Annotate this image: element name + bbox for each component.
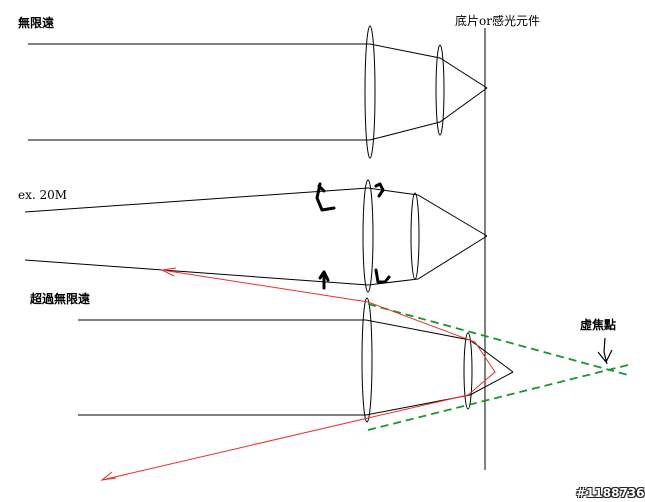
ray-top-2 [24, 187, 369, 213]
virtual-focus-pointer [597, 337, 613, 365]
ray-converge-top-3 [365, 319, 514, 373]
virtual-ray-top [367, 303, 629, 376]
front-lens-1 [364, 25, 376, 159]
movement-arrows [315, 182, 391, 290]
diagram-beyond-infinity [78, 297, 514, 423]
film-sensor-label: 底片or感光元件 [455, 14, 540, 28]
virtual-ray-bottom [367, 364, 629, 431]
virtual-rays [367, 303, 629, 431]
ray-converge-top-1 [369, 43, 488, 89]
red-rays [100, 267, 496, 481]
rear-lens-2 [410, 192, 420, 280]
arrow-icon-2 [374, 182, 385, 198]
ray-converge-bottom-3 [365, 371, 514, 416]
arrow-icon-3 [318, 270, 330, 290]
red-arrowhead-bottom [100, 471, 117, 481]
red-ray-bottom [101, 394, 469, 481]
distance-label: ex. 20M [18, 188, 68, 202]
red-ray-top [161, 269, 496, 396]
front-lens-3 [361, 297, 373, 423]
arrow-icon-1-head [317, 184, 326, 193]
arrow-icon-4 [374, 268, 391, 284]
rear-lens-1 [435, 44, 445, 136]
diagram-20m [24, 179, 488, 293]
rear-lens-3 [463, 332, 473, 410]
beyond-infinity-label: 超過無限遠 [30, 292, 91, 306]
arrow-icon-1 [315, 182, 336, 212]
red-arrowhead-top [160, 267, 177, 277]
ray-converge-bottom-1 [369, 87, 488, 141]
infinity-label: 無限遠 [18, 16, 55, 30]
front-lens-2 [362, 179, 374, 293]
ray-bottom-2 [24, 259, 369, 286]
diagram-infinity [28, 25, 488, 159]
virtual-focus-label: 虛焦點 [580, 318, 617, 332]
watermark-id: #1188736 [576, 486, 645, 500]
ray-converge-bottom-2 [367, 235, 488, 286]
ray-converge-top-2 [367, 187, 488, 237]
